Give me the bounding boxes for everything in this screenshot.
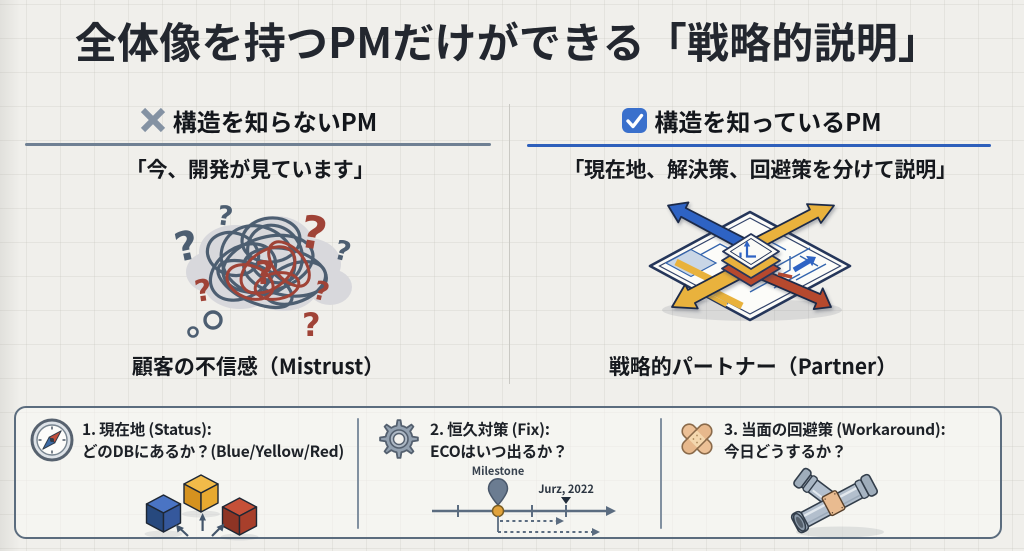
- panel-item-2-title: 2. 恒久対策 (Fix):: [430, 418, 550, 440]
- blue-cube: [145, 494, 182, 533]
- x-mark-icon: [140, 107, 165, 133]
- left-caption: 顧客の不信感（Mistrust）: [131, 351, 385, 381]
- bottom-panel: 1. 現在地 (Status): どのDBにあるか？(Blue/Yellow/R…: [14, 406, 1002, 541]
- right-column-rule: [527, 144, 991, 147]
- gear-icon: [379, 419, 419, 459]
- right-caption: 戦略的パートナー（Partner）: [608, 351, 898, 381]
- timeline-milestone-label: Milestone: [472, 464, 525, 479]
- timeline-illustration: Milestone Jurz, 2022: [432, 464, 616, 536]
- compass-icon: [30, 418, 74, 462]
- tangled-thoughts-illustration: ? ? ? ? ? ? ? ?: [171, 200, 354, 340]
- panel-item-2-subtitle: ECOはいつ出るか？: [430, 440, 568, 462]
- isometric-map-illustration: [648, 201, 852, 322]
- patched-pipe-illustration: [790, 467, 884, 538]
- yellow-cube: [183, 474, 219, 513]
- left-quote: 「今、開発が見ています」: [125, 154, 375, 184]
- panel-item-3-title: 3. 当面の回避策 (Workaround):: [724, 418, 946, 440]
- question-mark: ?: [215, 200, 235, 233]
- bandage-icon: [681, 423, 713, 455]
- panel-item-1-subtitle: どのDBにあるか？(Blue/Yellow/Red): [82, 440, 345, 462]
- question-mark: ?: [255, 254, 274, 292]
- cubes-illustration: [144, 474, 259, 541]
- red-cube: [221, 497, 258, 536]
- panel-item-2-text: 2. 恒久対策 (Fix): ECOはいつ出るか？: [430, 418, 568, 462]
- right-quote: 「現在地、解決策、回避策を分けて説明」: [563, 154, 957, 184]
- question-mark: ?: [310, 276, 332, 309]
- question-mark: ?: [302, 306, 321, 340]
- panel-item-3-subtitle: 今日どうするか？: [724, 440, 847, 462]
- page-title: 全体像を持つPMだけができる「戦略的説明」: [74, 10, 941, 71]
- timeline-date-label: Jurz, 2022: [538, 481, 594, 497]
- right-column-header: 構造を知っているPM: [527, 102, 976, 138]
- checked-checkbox-icon: [622, 107, 648, 133]
- question-mark: ?: [331, 235, 354, 269]
- left-column-rule: [25, 143, 491, 146]
- center-divider: [509, 104, 510, 384]
- panel-divider-1: [357, 418, 359, 529]
- question-mark: ?: [171, 222, 203, 272]
- right-column-header-label: 構造を知っているPM: [654, 102, 882, 138]
- left-column-header: 構造を知らないPM: [25, 102, 491, 138]
- left-column-header-label: 構造を知らないPM: [172, 102, 378, 138]
- question-mark: ?: [192, 273, 214, 310]
- panel-item-1-text: 1. 現在地 (Status): どのDBにあるか？(Blue/Yellow/R…: [82, 418, 344, 462]
- panel-item-1-title: 1. 現在地 (Status):: [82, 418, 212, 440]
- panel-item-3-text: 3. 当面の回避策 (Workaround): 今日どうするか？: [724, 418, 946, 462]
- panel-divider-2: [660, 418, 662, 529]
